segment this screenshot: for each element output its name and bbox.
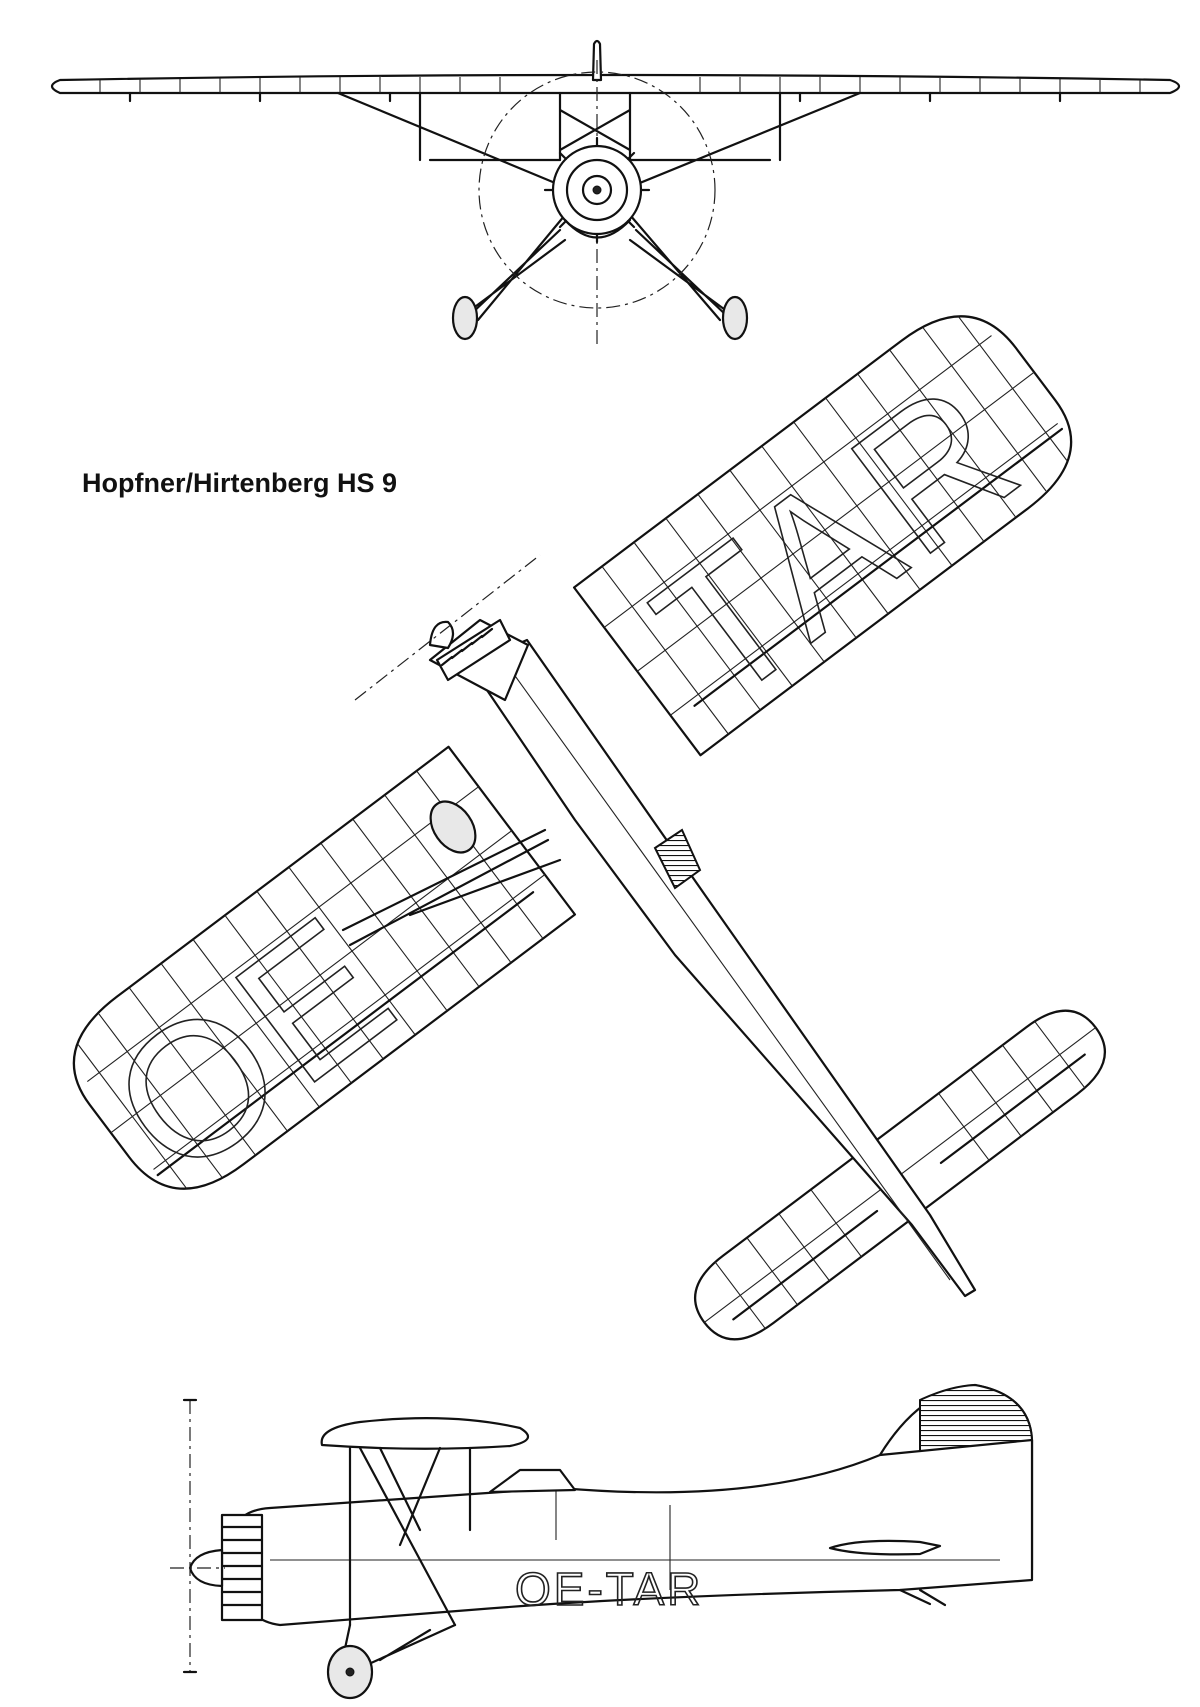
side-view-engine [170,1513,264,1622]
side-view-tailplane [828,1539,942,1556]
tail-skid [898,1588,947,1607]
top-view-centerline [354,554,541,701]
left-wheel [451,295,479,341]
top-view: TAR OE [72,315,1106,1341]
wing-ribs [99,77,1141,103]
side-registration: OE-TAR [515,1563,703,1615]
right-wing: TAR [572,315,1073,757]
cockpit-opening [653,828,702,890]
propeller-disc [478,71,716,309]
front-view-struts [336,91,862,187]
top-view-engine [428,618,530,702]
front-view [50,39,1181,345]
drawing-title: Hopfner/Hirtenberg HS 9 [82,468,397,498]
side-view-wing [320,1417,530,1450]
wing-struts [341,828,562,947]
front-view-wing [50,73,1181,95]
top-view-wheel [429,800,477,854]
left-wing: OE [72,745,577,1219]
side-view: 434 OE-TAR [170,1383,1034,1700]
side-view-struts [348,1446,472,1627]
radial-engine [543,136,651,244]
top-view-fuselage [468,638,977,1298]
right-wheel [721,295,749,341]
cockpit [488,1468,577,1494]
